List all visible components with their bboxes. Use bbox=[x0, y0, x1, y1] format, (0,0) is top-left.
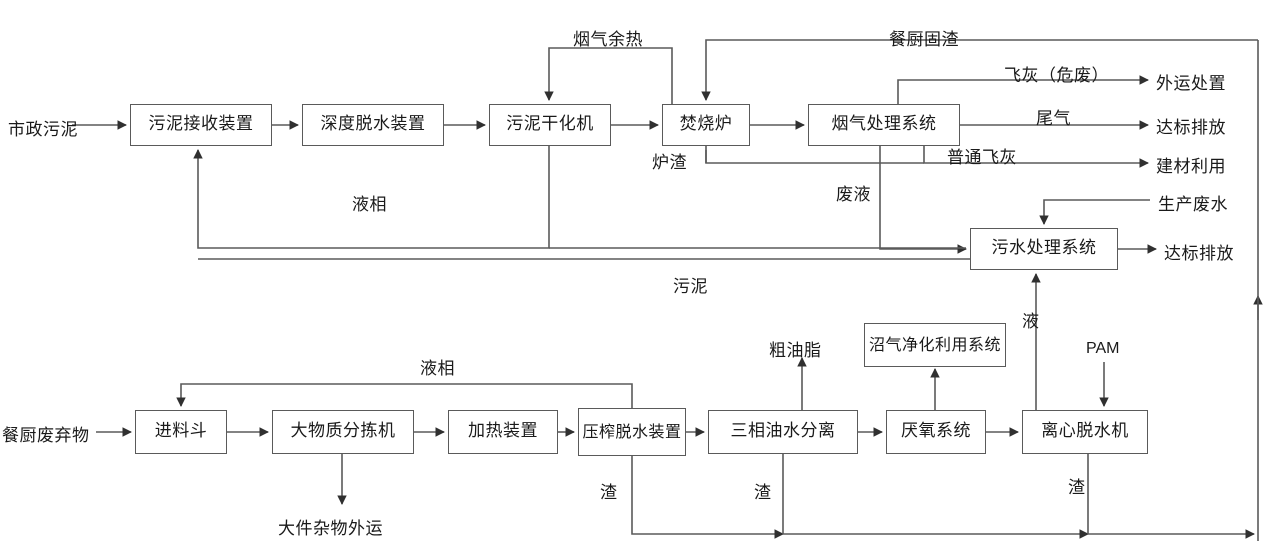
output-compliant-discharge-water: 达标排放 bbox=[1164, 244, 1234, 264]
node-label: 焚烧炉 bbox=[679, 114, 733, 135]
node-sludge-dryer[interactable]: 污泥干化机 bbox=[489, 104, 611, 146]
node-biogas-system[interactable]: 沼气净化利用系统 bbox=[864, 323, 1006, 367]
edge-residue-three bbox=[782, 454, 1089, 539]
edge-kitchen-solid bbox=[701, 39, 1258, 101]
node-three-phase-separator[interactable]: 三相油水分离 bbox=[708, 410, 858, 454]
output-offsite-disposal: 外运处置 bbox=[1156, 74, 1226, 94]
label-production-wastewater: 生产废水 bbox=[1158, 195, 1228, 215]
label-liquid-phase-top: 液相 bbox=[352, 195, 387, 215]
edge-liquid-top bbox=[193, 146, 550, 249]
node-label: 厌氧系统 bbox=[901, 421, 971, 442]
output-building-material: 建材利用 bbox=[1156, 157, 1226, 177]
input-municipal-sludge: 市政污泥 bbox=[8, 120, 78, 140]
node-label: 离心脱水机 bbox=[1041, 421, 1129, 442]
label-sludge-return: 污泥 bbox=[673, 277, 708, 297]
edge-production-ww bbox=[1039, 199, 1150, 225]
node-heater[interactable]: 加热装置 bbox=[448, 410, 558, 454]
label-kitchen-solid-residue: 餐厨固渣 bbox=[889, 30, 959, 50]
node-flue-gas-system[interactable]: 烟气处理系统 bbox=[808, 104, 960, 146]
node-label: 深度脱水装置 bbox=[320, 114, 426, 135]
label-crude-grease: 粗油脂 bbox=[769, 341, 822, 361]
node-label: 大物质分拣机 bbox=[290, 421, 396, 442]
node-label: 污泥接收装置 bbox=[148, 114, 254, 135]
node-label: 沼气净化利用系统 bbox=[868, 335, 1001, 355]
node-label: 进料斗 bbox=[154, 421, 208, 442]
label-residue-press: 渣 bbox=[600, 483, 618, 503]
label-tail-gas: 尾气 bbox=[1036, 109, 1071, 129]
output-bulky-waste-transport: 大件杂物外运 bbox=[278, 519, 383, 539]
input-kitchen-waste: 餐厨废弃物 bbox=[2, 426, 90, 446]
node-wastewater-system[interactable]: 污水处理系统 bbox=[970, 228, 1118, 270]
node-centrifuge-dewater[interactable]: 离心脱水机 bbox=[1022, 410, 1148, 454]
edge-sludge-return bbox=[198, 258, 1045, 270]
node-press-dewater[interactable]: 压榨脱水装置 bbox=[578, 408, 686, 456]
edge-fly-ash-hazard bbox=[897, 75, 1149, 104]
edge-liquid-bottom bbox=[176, 383, 633, 408]
label-normal-fly-ash: 普通飞灰 bbox=[947, 148, 1017, 168]
node-label: 压榨脱水装置 bbox=[582, 422, 682, 442]
label-pam: PAM bbox=[1086, 340, 1120, 357]
node-feed-hopper[interactable]: 进料斗 bbox=[135, 410, 227, 454]
node-label: 烟气处理系统 bbox=[831, 114, 937, 135]
label-slag: 炉渣 bbox=[652, 153, 687, 173]
label-residue-centrifuge: 渣 bbox=[1068, 478, 1086, 498]
node-label: 三相油水分离 bbox=[730, 421, 836, 442]
node-deep-dewater[interactable]: 深度脱水装置 bbox=[302, 104, 444, 146]
label-liquid-vertical: 液 bbox=[1022, 312, 1040, 332]
output-compliant-discharge-gas: 达标排放 bbox=[1156, 118, 1226, 138]
node-sludge-receive[interactable]: 污泥接收装置 bbox=[130, 104, 272, 146]
edge-residue-press bbox=[631, 456, 784, 539]
node-label: 污水处理系统 bbox=[991, 238, 1097, 259]
edge-slag bbox=[705, 146, 924, 164]
node-bulk-sorter[interactable]: 大物质分拣机 bbox=[272, 410, 414, 454]
edge-waste-heat bbox=[544, 47, 673, 104]
node-anaerobic-system[interactable]: 厌氧系统 bbox=[886, 410, 986, 454]
label-liquid-phase-bottom: 液相 bbox=[420, 359, 455, 379]
label-fly-ash-hazardous: 飞灰（危废） bbox=[1004, 66, 1109, 86]
label-residue-three-phase: 渣 bbox=[754, 483, 772, 503]
node-incinerator[interactable]: 焚烧炉 bbox=[662, 104, 750, 146]
edge-waste-liquid bbox=[879, 146, 967, 254]
label-waste-liquid: 废液 bbox=[836, 185, 871, 205]
node-label: 加热装置 bbox=[468, 421, 538, 442]
node-label: 污泥干化机 bbox=[506, 114, 594, 135]
label-flue-waste-heat: 烟气余热 bbox=[573, 30, 643, 50]
edge-residue-centri bbox=[1087, 454, 1255, 539]
